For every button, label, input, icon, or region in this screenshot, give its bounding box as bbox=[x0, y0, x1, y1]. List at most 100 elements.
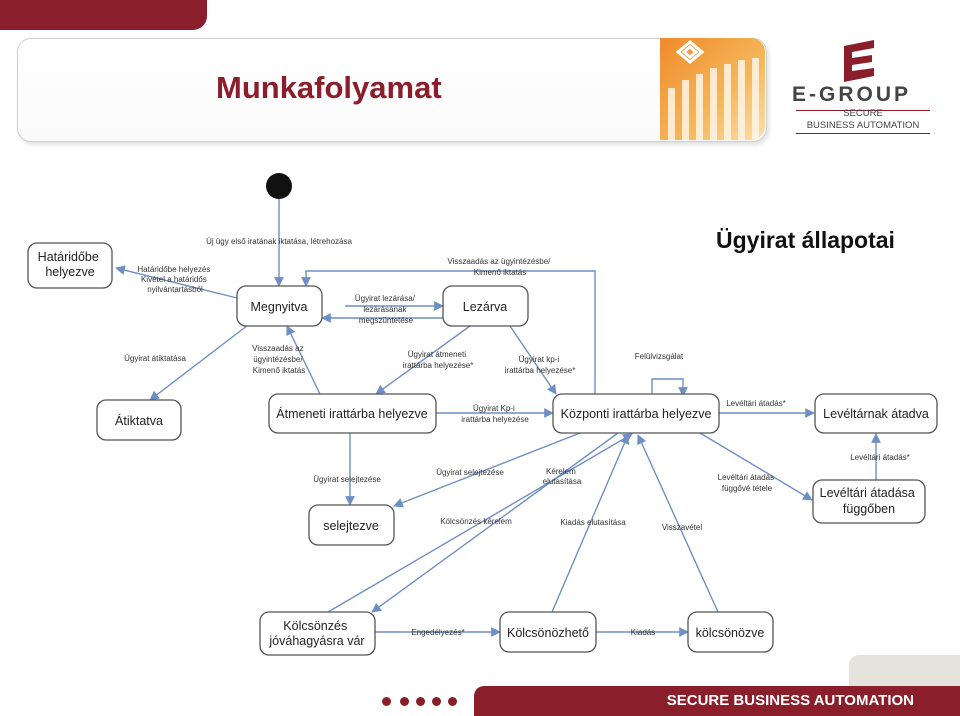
label-kiadas: Kiadás bbox=[631, 628, 655, 637]
state-box-lezarva bbox=[442, 285, 529, 327]
footer-dot-5 bbox=[448, 697, 457, 706]
arrow-kolcsonozheto-kozponti bbox=[551, 434, 630, 613]
footer-bar bbox=[474, 686, 960, 716]
diagram-title: Ügyirat állapotai bbox=[716, 227, 895, 253]
label-selejtezes2: Ügyirat selejtezése bbox=[436, 468, 504, 477]
label-leveltari-atadas1: Levéltári átadás* bbox=[726, 399, 786, 408]
state-leveltari-fuggo: Levéltári átadása függőben bbox=[820, 486, 919, 516]
state-box-atiktatva bbox=[96, 399, 182, 441]
logo-tagline-line2: BUSINESS AUTOMATION bbox=[806, 120, 920, 131]
label-hataridobe-helyezes-l2: Kivétel a határidős bbox=[141, 275, 207, 284]
arrow-kozponti-selejtezve bbox=[393, 432, 581, 508]
label-leveltari-fuggo-l1: Levéltári átadás bbox=[718, 473, 774, 482]
top-accent-bar bbox=[0, 0, 207, 30]
label-felulvizsgalat: Felülvizsgálat bbox=[635, 352, 684, 361]
label-leveltari-fuggo-l2: függővé tétele bbox=[722, 484, 773, 493]
state-kolcsonzes-l2: jóváhagyásra vár bbox=[268, 634, 364, 648]
label-kerelem-l2: elutasítása bbox=[543, 477, 582, 486]
footer-dot-2 bbox=[400, 697, 409, 706]
state-leveltari-fuggo-l1: Levéltári átadása bbox=[820, 486, 915, 500]
state-atmeneti: Átmeneti irattárba helyezve bbox=[276, 406, 428, 421]
footer-dot-4 bbox=[432, 697, 441, 706]
state-hataridobe-l1: Határidőbe bbox=[38, 250, 99, 264]
label-leveltari-fuggo: Levéltári átadás függővé tétele bbox=[718, 473, 777, 493]
state-kolcsonozheto: Kölcsönözhető bbox=[507, 626, 589, 640]
arrow-atmeneti-megnyitva bbox=[286, 325, 321, 395]
label-kpi-helyezes-l1: Ügyirat kp-i bbox=[519, 355, 560, 364]
footer-text: SECURE BUSINESS AUTOMATION bbox=[666, 692, 914, 709]
header-graphic bbox=[660, 38, 765, 140]
state-box-selejtezve bbox=[308, 504, 395, 546]
state-box-atmeneti bbox=[268, 393, 437, 434]
state-selejtezve: selejtezve bbox=[323, 519, 379, 533]
label-visszaadas-left-l2: ügyintézésbe/ bbox=[253, 355, 303, 364]
label-lezaras-l3: megszüntetése bbox=[359, 316, 414, 325]
label-kpi-helyezes2-l2: irattárba helyezése bbox=[461, 415, 529, 424]
state-lezarva: Lezárva bbox=[463, 300, 508, 314]
logo-divider-top bbox=[796, 110, 930, 111]
arrow-kozponti-leveltari-fuggo bbox=[699, 432, 813, 501]
label-kiadas-elutasitasa: Kiadás elutasítása bbox=[560, 518, 626, 527]
label-lezaras-l1: Ügyirat lezárása/ bbox=[355, 294, 416, 303]
state-box-kolcsonzes bbox=[259, 611, 376, 656]
state-box-hataridobe bbox=[27, 242, 113, 289]
arrow-megnyitva-atiktatva bbox=[149, 321, 253, 401]
label-visszaadas-top-l1: Visszaadás az ügyintézésbe/ bbox=[447, 257, 551, 266]
state-atiktatva: Átiktatva bbox=[115, 413, 163, 428]
label-engedelyezes: Engedélyezés* bbox=[411, 628, 464, 637]
label-atmeneti-helyezes: Ügyirat átmeneti irattárba helyezése* bbox=[403, 350, 474, 370]
label-atiktatas: Ügyirat átiktatása bbox=[124, 354, 186, 363]
state-kolcsonozve: kölcsönözve bbox=[696, 626, 765, 640]
state-leveltari-fuggo-l2: függőben bbox=[843, 502, 895, 516]
label-visszavetel: Visszavétel bbox=[662, 523, 703, 532]
footer-dot-1 bbox=[382, 697, 391, 706]
arrow-kolcsonzes-kozponti bbox=[327, 433, 633, 613]
state-megnyitva: Megnyitva bbox=[251, 300, 308, 314]
label-kolcsonzes-kerelem: Kölcsönzés kérelem bbox=[440, 517, 512, 526]
arrow-lezarva-atmeneti bbox=[375, 325, 471, 395]
state-hataridobe: Határidőbe helyezve bbox=[38, 250, 103, 279]
logo-tagline-line1: SECURE bbox=[843, 108, 883, 119]
label-hataridobe-helyezes-l1: Határidőbe helyezés bbox=[137, 265, 210, 274]
label-atmeneti-helyezes-l2: irattárba helyezése* bbox=[403, 361, 474, 370]
label-visszaadas-left: Visszaadás az ügyintézésbe/ Kimenő iktat… bbox=[252, 344, 306, 375]
footer-dot-3 bbox=[416, 697, 425, 706]
label-selejtezes1: Ügyirat selejtezése bbox=[313, 475, 381, 484]
arrow-kolcsonozve-kozponti bbox=[637, 434, 719, 613]
logo-tagline: SECURE BUSINESS AUTOMATION bbox=[796, 108, 930, 132]
label-atmeneti-helyezes-l1: Ügyirat átmeneti bbox=[408, 350, 466, 359]
label-kerelem: Kérelem elutasítása bbox=[543, 467, 582, 486]
logo-word: E-GROUP bbox=[792, 83, 912, 106]
arrow-lezarva-kozponti bbox=[509, 325, 557, 395]
label-lezaras: Ügyirat lezárása/ lezárásának megszüntet… bbox=[355, 294, 417, 325]
state-box-kolcsonozheto bbox=[499, 611, 597, 653]
label-kpi-helyezes: Ügyirat kp-i irattárba helyezése* bbox=[505, 355, 576, 375]
state-kolcsonzes-l1: Kölcsönzés bbox=[283, 619, 347, 633]
label-kerelem-l1: Kérelem bbox=[546, 467, 576, 476]
title-panel bbox=[17, 38, 767, 142]
state-leveltarnak: Levéltárnak átadva bbox=[823, 407, 929, 421]
state-box-kolcsonozve bbox=[687, 611, 774, 653]
label-lezaras-l2: lezárásának bbox=[363, 305, 407, 314]
arrow-kozponti-self bbox=[651, 378, 688, 397]
state-kolcsonzes: Kölcsönzés jóváhagyásra vár bbox=[268, 619, 364, 648]
label-visszaadas-top: Visszaadás az ügyintézésbe/ Kimenő iktat… bbox=[447, 257, 552, 277]
state-box-leveltarnak bbox=[814, 393, 938, 434]
state-kozponti: Központi irattárba helyezve bbox=[561, 407, 712, 421]
logo-divider-bottom bbox=[796, 133, 930, 134]
state-box-kozponti bbox=[552, 393, 720, 434]
state-box-megnyitva bbox=[236, 285, 323, 327]
label-uj-ugy: Új ügy első iratának iktatása, létrehozá… bbox=[206, 237, 352, 246]
label-kpi-helyezes-l2: irattárba helyezése* bbox=[505, 366, 576, 375]
e-group-logo bbox=[788, 40, 938, 140]
slide-title: Munkafolyamat bbox=[216, 70, 442, 105]
label-kpi-helyezes2-l1: Ügyirat Kp-i bbox=[473, 404, 515, 413]
label-hataridobe-helyezes: Határidőbe helyezés Kivétel a határidős … bbox=[137, 265, 212, 294]
footer-accent-box bbox=[849, 655, 960, 686]
label-visszaadas-top-l2: Kimenő iktatás bbox=[474, 268, 526, 277]
state-box-leveltari-fuggo bbox=[812, 479, 926, 524]
label-visszaadas-left-l3: Kimenő iktatás bbox=[253, 366, 305, 375]
label-visszaadas-left-l1: Visszaadás az bbox=[252, 344, 303, 353]
label-leveltari-atadas2: Levéltári átadás* bbox=[850, 453, 910, 462]
